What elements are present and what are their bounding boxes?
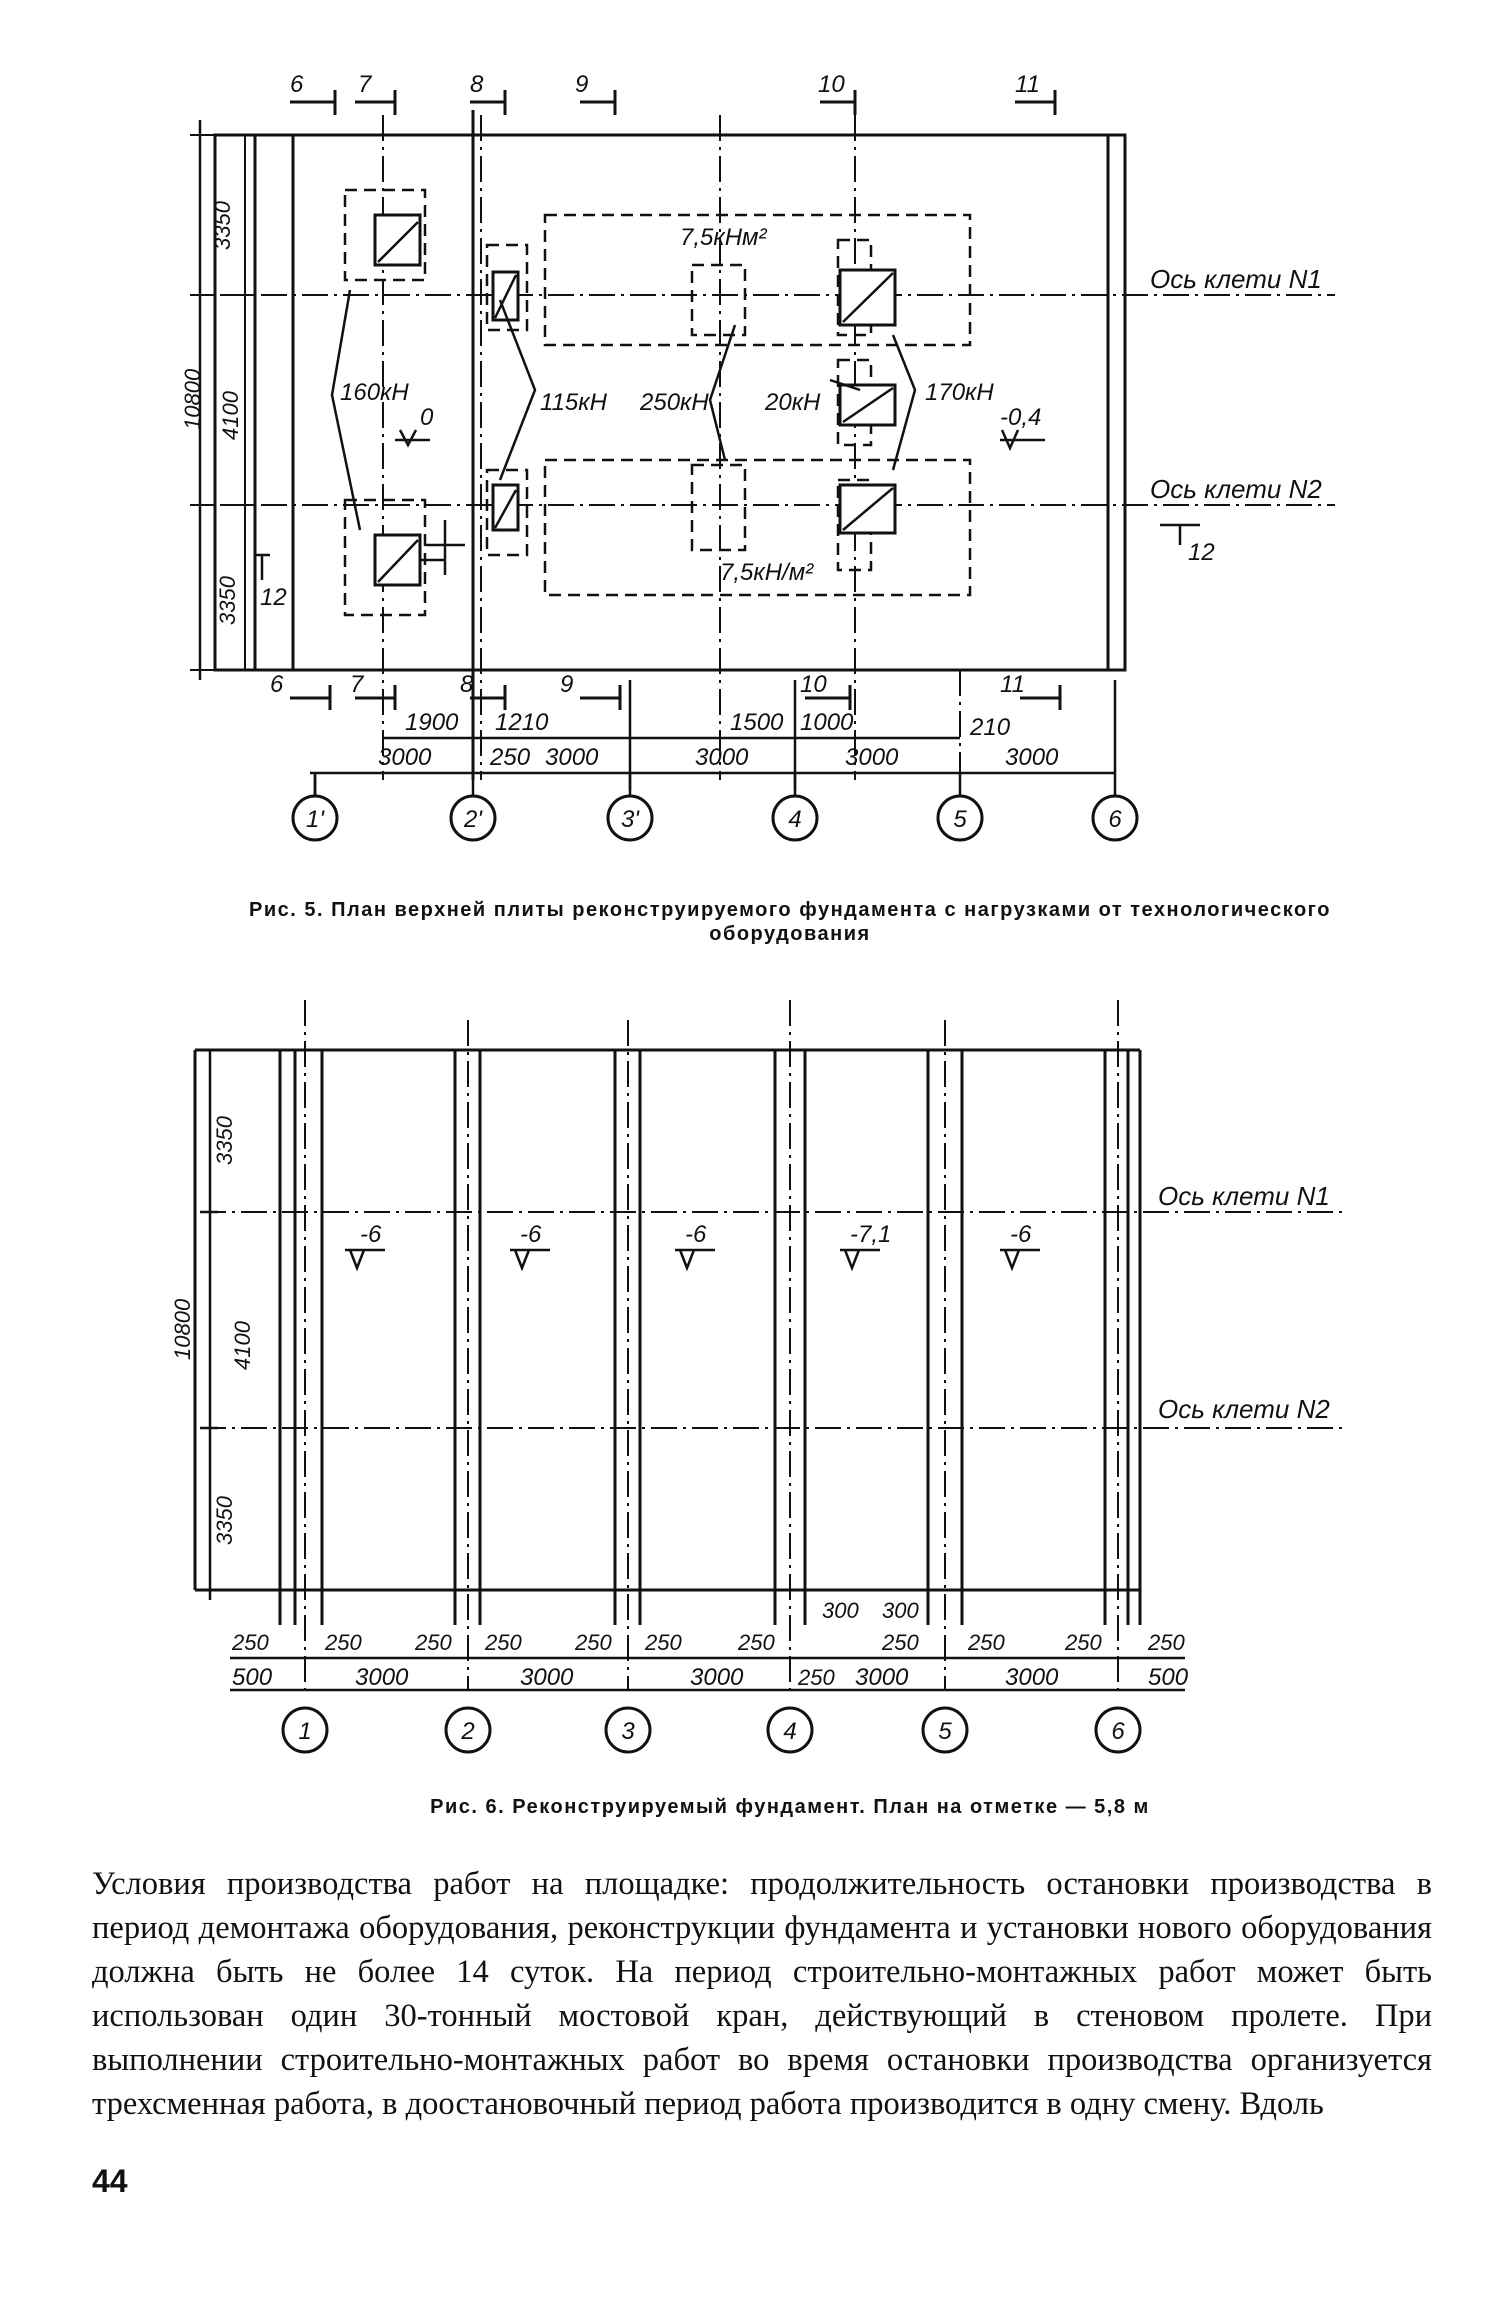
sec-mark-8: 8	[470, 71, 484, 98]
f6-dim-250-7: 250	[737, 1630, 775, 1655]
f6-axis-bubble-4: 4	[783, 1718, 796, 1745]
axis-bubble-4: 4	[788, 806, 801, 833]
f6-level-5: -6	[1010, 1221, 1032, 1248]
dim-left-3350a: 3350	[210, 200, 235, 250]
sec-mark-6b: 6	[270, 671, 284, 698]
dim-1500: 1500	[730, 709, 784, 736]
figure-5-caption-line2: оборудования	[709, 923, 871, 945]
axis-label-n1: Ось клети N1	[1150, 264, 1322, 294]
figure-5-caption: Рис. 5. План верхней плиты реконструируе…	[150, 898, 1430, 946]
f6-dim-250-3: 250	[414, 1630, 452, 1655]
sec-mark-6: 6	[290, 71, 304, 98]
f6-level-1: -6	[360, 1221, 382, 1248]
load-250kn: 250кН	[639, 389, 709, 416]
sec-mark-7b: 7	[350, 671, 365, 698]
figure-5-caption-line1: Рис. 5. План верхней плиты реконструируе…	[249, 899, 1331, 921]
f6-dim-250-10: 250	[1064, 1630, 1102, 1655]
dim-3000-e: 3000	[1005, 744, 1059, 771]
figure-6-caption: Рис. 6. Реконструируемый фундамент. План…	[430, 1796, 1150, 1818]
f6-dim-3000-5: 3000	[1005, 1664, 1059, 1691]
page-number: 44	[92, 2163, 128, 2199]
dim-total-10800: 10800	[180, 368, 205, 430]
load-115kn: 115кН	[540, 389, 608, 416]
pressure-bottom: 7,5кН/м²	[720, 559, 814, 586]
pressure-top: 7,5кНм²	[680, 224, 767, 251]
f6-dim-500-right: 500	[1148, 1664, 1189, 1691]
dim-1900: 1900	[405, 709, 459, 736]
level-0: 0	[420, 404, 434, 431]
sec-mark-9: 9	[575, 71, 588, 98]
f6-dim-250-11: 250	[1147, 1630, 1185, 1655]
f6-axis-bubble-6: 6	[1111, 1718, 1125, 1745]
f6-axis-bubble-2: 2	[460, 1718, 474, 1745]
dim-left-3350b: 3350	[215, 575, 240, 625]
figure-6-plan: 3350 4100 3350 10800 Ось клети N1 Ось кл…	[170, 1000, 1345, 1754]
dim-1000: 1000	[800, 709, 854, 736]
f6-dim-total-10800: 10800	[170, 1298, 195, 1360]
f6-dim-500-left: 500	[232, 1664, 273, 1691]
section-12-right: 12	[1188, 539, 1215, 566]
dim-3000-a: 3000	[378, 744, 432, 771]
f6-level-4: -7,1	[850, 1221, 891, 1248]
axis-bubble-6: 6	[1108, 806, 1122, 833]
body-paragraph: Условия производства работ на площадке: …	[92, 1866, 1432, 2122]
f6-dim-left-4100: 4100	[230, 1320, 255, 1370]
f6-dim-3000-2: 3000	[520, 1664, 574, 1691]
sec-mark-11: 11	[1015, 71, 1040, 98]
section-12-left: 12	[260, 584, 287, 611]
axis-bubble-3p: 3'	[621, 806, 640, 833]
f6-dim-250-6: 250	[644, 1630, 682, 1655]
f6-dim-left-3350b: 3350	[212, 1495, 237, 1545]
sec-mark-10b: 10	[800, 671, 827, 698]
f6-axis-bubble-1: 1	[298, 1718, 311, 1745]
sec-mark-9b: 9	[560, 671, 573, 698]
level-minus-0-4: -0,4	[1000, 404, 1041, 431]
f6-dim-3000-1: 3000	[355, 1664, 409, 1691]
f6-dim-250-12: 250	[797, 1665, 835, 1690]
dim-3000-d: 3000	[845, 744, 899, 771]
sec-mark-8b: 8	[460, 671, 474, 698]
f6-dim-3000-4: 3000	[855, 1664, 909, 1691]
axis-bubble-5: 5	[953, 806, 967, 833]
f6-axis-label-n1: Ось клети N1	[1158, 1181, 1330, 1211]
sec-mark-7: 7	[358, 71, 373, 98]
dim-250: 250	[489, 744, 531, 771]
f6-dim-250-5: 250	[574, 1630, 612, 1655]
axis-bubble-2p: 2'	[463, 806, 483, 833]
f6-level-3: -6	[685, 1221, 707, 1248]
f6-dim-left-3350a: 3350	[212, 1115, 237, 1165]
f6-dim-250-1: 250	[231, 1630, 269, 1655]
figure-5-plan: 6 7 8 9 10 11 6 7 8 9 10 11 3350 4100 33…	[180, 71, 1335, 842]
f6-dim-250-2: 250	[324, 1630, 362, 1655]
sec-mark-11b: 11	[1000, 671, 1025, 698]
dim-left-4100: 4100	[218, 390, 243, 440]
f6-dim-300a: 300	[822, 1598, 859, 1623]
f6-dim-300b: 300	[882, 1598, 919, 1623]
load-20kn: 20кН	[764, 389, 821, 416]
f6-level-2: -6	[520, 1221, 542, 1248]
load-160kn: 160кН	[340, 379, 409, 406]
dim-210: 210	[969, 714, 1011, 741]
f6-dim-250-9: 250	[967, 1630, 1005, 1655]
sec-mark-10: 10	[818, 71, 845, 98]
f6-axis-bubble-5: 5	[938, 1718, 952, 1745]
f6-dim-250-4: 250	[484, 1630, 522, 1655]
f6-dim-250-8: 250	[881, 1630, 919, 1655]
f6-dim-3000-3: 3000	[690, 1664, 744, 1691]
f6-axis-label-n2: Ось клети N2	[1158, 1394, 1330, 1424]
load-170kn: 170кН	[925, 379, 994, 406]
dim-1210: 1210	[495, 709, 549, 736]
dim-3000-c: 3000	[695, 744, 749, 771]
dim-3000-b: 3000	[545, 744, 599, 771]
axis-bubble-1p: 1'	[306, 806, 325, 833]
axis-label-n2: Ось клети N2	[1150, 474, 1322, 504]
f6-axis-bubble-3: 3	[621, 1718, 635, 1745]
